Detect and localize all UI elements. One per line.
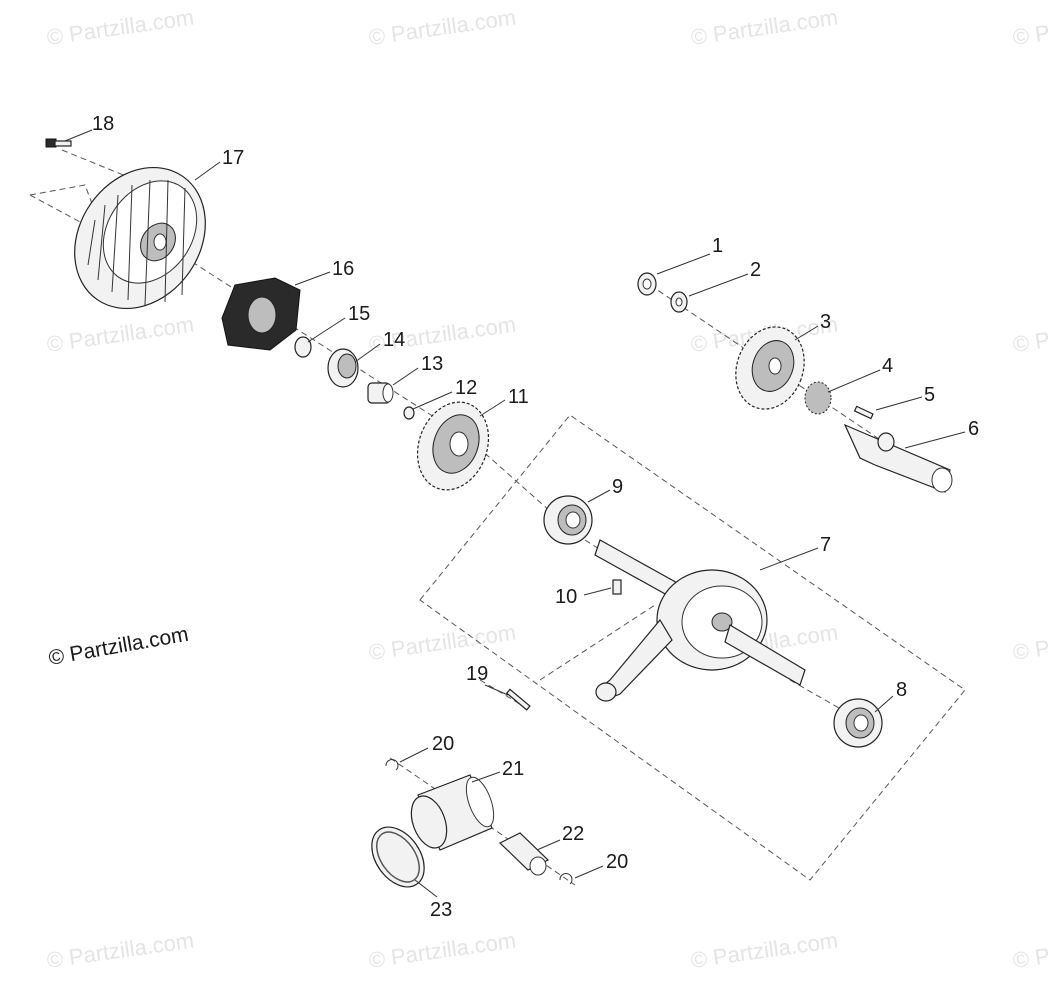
drive-gear-part [416,401,490,491]
piston-pin-part [498,832,550,876]
watermark: © Partzilla.com [367,5,517,50]
watermark: © Partzilla.com [1011,5,1048,50]
callout-label: 9 [612,476,623,498]
watermark: © Partzilla.com [1011,928,1048,973]
callout-label: 1 [712,235,723,257]
copyright-text: © Partzilla.com [47,623,190,670]
washer-upper-part [670,291,688,313]
balancer-gear-part [735,326,805,410]
balancer-shaft-part [843,423,953,493]
callout-label: 14 [383,329,405,351]
crank-bearing-right-part [833,698,883,748]
callout-label: 6 [968,418,979,440]
watermark: © Partzilla.com [367,620,517,665]
callout-label: 13 [421,353,443,375]
small-gear-part [804,381,832,415]
callout-label: 5 [924,384,935,406]
nut-part [637,272,657,296]
callout-label: 18 [92,113,114,135]
callout-label: 2 [750,259,761,281]
flywheel-part [74,166,206,310]
key-part [853,405,874,420]
callout-label: 15 [348,303,370,325]
callout-label: 23 [430,899,452,921]
circlip-lower-part [559,873,573,885]
watermark: © Partzilla.com [367,928,517,973]
crank-bearing-left-part [543,495,593,545]
watermark: © Partzilla.com [45,312,195,357]
callout-label: 17 [222,147,244,169]
washer-part [294,336,312,358]
callout-label: 7 [820,534,831,556]
bushing-part [367,382,394,404]
callout-label: 16 [332,258,354,280]
watermark: © Partzilla.com [689,5,839,50]
stator-housing-part [221,277,301,351]
pin-part [505,688,531,711]
callout-label: 20 [432,733,454,755]
watermark: © Partzilla.com [689,928,839,973]
callout-label: 10 [555,586,577,608]
piston-ring-set-part [371,826,425,888]
callout-label: 19 [466,663,488,685]
callout-label: 20 [606,851,628,873]
piston-part [410,774,495,851]
callout-label: 22 [562,823,584,845]
circlip-upper-part [385,759,399,771]
crankshaft-part [594,539,806,702]
callout-label: 8 [896,679,907,701]
callout-numbers: 1 2 3 4 5 6 7 8 9 10 11 12 13 14 15 16 1… [92,113,979,921]
callout-leaders [64,129,966,898]
watermark: © Partzilla.com [1011,620,1048,665]
callout-label: 11 [508,386,529,408]
callout-label: 21 [502,758,524,780]
watermark: © Partzilla.com [1011,312,1048,357]
watermark-layer: © Partzilla.com © Partzilla.com © Partzi… [45,5,1048,973]
ring-part [403,406,415,420]
callout-label: 3 [820,311,831,333]
woodruff-key-part [612,579,622,595]
bolt-part [45,138,72,148]
watermark: © Partzilla.com [45,5,195,50]
watermark: © Partzilla.com [45,928,195,973]
callout-label: 12 [455,377,477,399]
bearing-part [327,348,359,388]
callout-label: 4 [882,355,893,377]
